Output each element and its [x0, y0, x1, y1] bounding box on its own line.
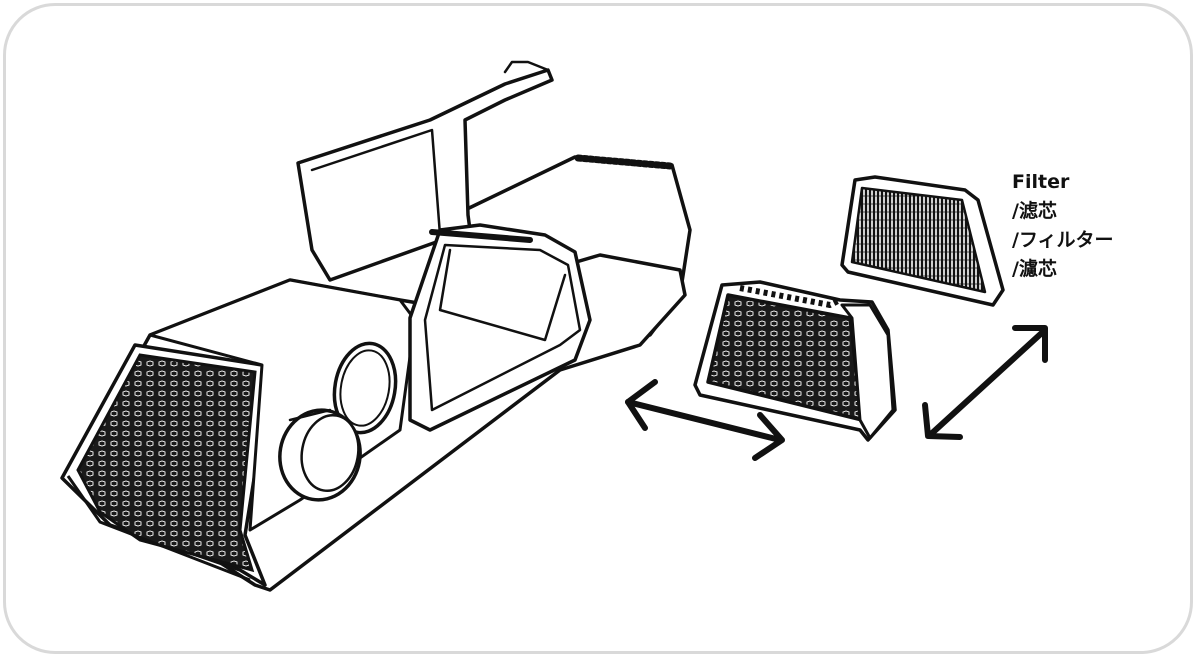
- filter-label: Filter /滤芯 /フィルター /濾芯: [1012, 168, 1114, 284]
- filter-label-zh-simplified: /滤芯: [1012, 200, 1057, 222]
- grille-filter: [840, 175, 1005, 307]
- filter-label-zh-traditional: /濾芯: [1012, 258, 1057, 280]
- double-arrow-left: [625, 379, 785, 461]
- hex-filter-module: [693, 280, 897, 442]
- filter-label-ja: /フィルター: [1012, 229, 1114, 251]
- front-vent-mesh: [76, 353, 257, 573]
- double-arrow-right: [922, 325, 1048, 440]
- filter-label-en: Filter: [1012, 171, 1070, 193]
